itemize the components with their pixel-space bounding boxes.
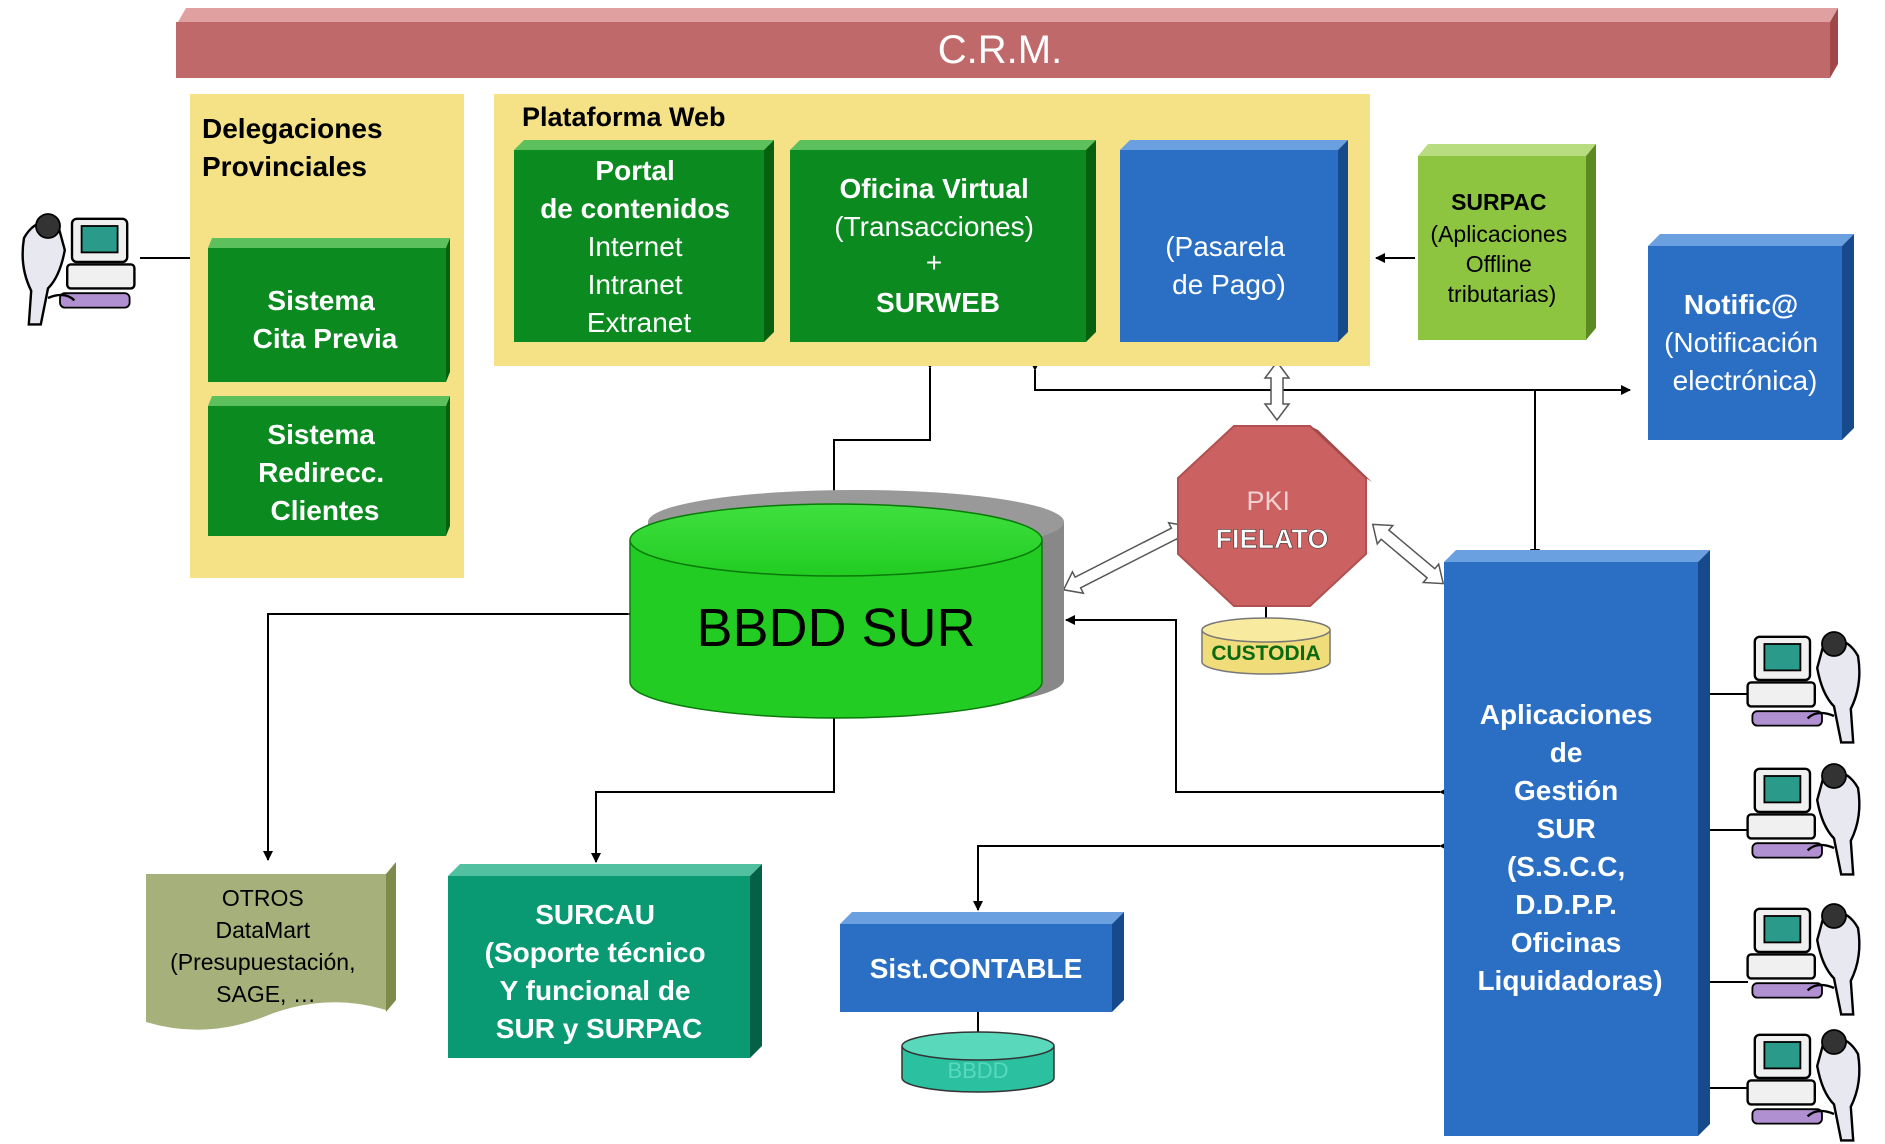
plataforma-title: Plataforma Web xyxy=(522,102,726,132)
crm-banner: C.R.M. xyxy=(176,8,1838,78)
svg-text:PKI FIELATO: PKI FIELATO xyxy=(1216,486,1329,554)
box-otros-datamart: OTROS DataMart (Presupuestación, SAGE, … xyxy=(146,862,396,1030)
portal-line-2: de contenidos xyxy=(540,193,730,224)
pki-fielato: PKI FIELATO xyxy=(1177,425,1372,607)
oficina-line-1: Oficina Virtual xyxy=(839,173,1028,204)
portal-line-4: Intranet xyxy=(588,269,683,300)
svg-text:Aplicaciones de Ge: Aplicaciones de Gestión SUR (S.S.C.C, D.… xyxy=(1477,699,1662,996)
aplicaciones-line-8: Liquidadoras) xyxy=(1477,965,1662,996)
otros-line-3: (Presupuestación, xyxy=(170,949,355,975)
crm-label: C.R.M. xyxy=(938,28,1062,72)
otros-line-1: OTROS xyxy=(222,885,304,911)
portal-line-5: Extranet xyxy=(587,307,691,338)
svg-text:SURCAU (Soporte técnico: SURCAU (Soporte técnico Y funcional de S… xyxy=(485,899,714,1044)
aplicaciones-line-3: Gestión xyxy=(1514,775,1618,806)
notific-line-2: (Notificación xyxy=(1664,327,1818,358)
oficina-line-4: SURWEB xyxy=(876,287,1000,318)
svg-text:Notific@ (Notificación: Notific@ (Notificación electrónica) xyxy=(1664,289,1826,396)
box-surpac: SURPAC (Aplicaciones Offline tributarias… xyxy=(1418,144,1596,340)
svg-text:OTROS DataMart (Pr: OTROS DataMart (Presupuestación, SAGE, … xyxy=(170,885,362,1007)
box-pasarela-pago: (Pasarela de Pago) xyxy=(1120,140,1348,342)
bbdd-small-cylinder: BBDD xyxy=(901,1031,1055,1093)
aplicaciones-line-4: SUR xyxy=(1537,813,1596,844)
aplicaciones-line-7: Oficinas xyxy=(1511,927,1621,958)
hollow-arrows xyxy=(1062,360,1445,595)
user-computer-icon xyxy=(1746,630,1861,744)
svg-text:(Pasarela de Pago): (Pasarela de Pago) xyxy=(1165,231,1293,300)
bbdd-small-label: BBDD xyxy=(947,1058,1008,1083)
connector-bbdd-otros xyxy=(263,609,637,861)
custodia-cylinder: CUSTODIA xyxy=(1201,617,1331,675)
svg-text:Delegaciones Provinciale: Delegaciones Provinciales xyxy=(202,113,390,182)
box-cita-previa: Sistema Cita Previa xyxy=(208,238,450,382)
connector-aplicaciones-contable xyxy=(973,841,1449,911)
connector-aplicaciones-bbdd xyxy=(1065,615,1449,797)
otros-line-2: DataMart xyxy=(216,917,311,943)
oficina-line-2: (Transacciones) xyxy=(834,211,1034,242)
bbdd-sur-label: BBDD SUR xyxy=(696,598,975,658)
box-redirecc-clientes: Sistema Redirecc. Clientes xyxy=(208,396,450,536)
pki-line-1: PKI xyxy=(1246,486,1290,516)
delegaciones-title-1: Delegaciones xyxy=(202,113,383,144)
aplicaciones-line-5: (S.S.C.C, xyxy=(1507,851,1625,882)
aplicaciones-line-6: D.D.P.P. xyxy=(1515,889,1617,920)
otros-line-4: SAGE, … xyxy=(216,981,316,1007)
aplicaciones-line-1: Aplicaciones xyxy=(1480,699,1653,730)
arrow-bbdd-pki xyxy=(1062,521,1190,595)
user-computer-icon xyxy=(1746,762,1861,876)
pasarela-line-2: de Pago) xyxy=(1172,269,1286,300)
bbdd-sur-cylinder: BBDD SUR xyxy=(629,490,1064,719)
notific-line-3: electrónica) xyxy=(1673,365,1818,396)
surpac-line-3: Offline xyxy=(1466,251,1532,277)
box-surcau: SURCAU (Soporte técnico Y funcional de S… xyxy=(448,864,762,1058)
redirecc-line-1: Sistema xyxy=(267,419,375,450)
pasarela-line-1: (Pasarela xyxy=(1165,231,1285,262)
svg-text:SURPAC (Aplicaciones: SURPAC (Aplicaciones Offline tributarias… xyxy=(1430,189,1573,307)
aplicaciones-line-2: de xyxy=(1550,737,1583,768)
surcau-line-3: Y funcional de xyxy=(500,975,691,1006)
box-sist-contable: Sist.CONTABLE xyxy=(840,912,1124,1012)
redirecc-line-3: Clientes xyxy=(271,495,380,526)
surpac-line-1: SURPAC xyxy=(1451,189,1546,215)
custodia-label: CUSTODIA xyxy=(1211,642,1320,665)
connector-plataforma-notific xyxy=(1030,361,1631,395)
redirecc-line-2: Redirecc. xyxy=(258,457,384,488)
surcau-line-1: SURCAU xyxy=(535,899,655,930)
connector-bbdd-surcau xyxy=(591,708,835,863)
svg-text:Sistema Redirecc.: Sistema Redirecc. Clientes xyxy=(258,419,392,526)
box-oficina-virtual: Oficina Virtual (Transacciones) + SURWEB xyxy=(790,140,1096,342)
notific-line-1: Notific@ xyxy=(1684,289,1798,320)
surcau-line-2: (Soporte técnico xyxy=(485,937,706,968)
svg-text:Portal de contenidos: Portal de contenidos Internet Intranet E… xyxy=(540,155,738,338)
contable-label: Sist.CONTABLE xyxy=(870,953,1083,984)
delegaciones-title-2: Provinciales xyxy=(202,151,367,182)
cita-previa-line-1: Sistema xyxy=(267,285,375,316)
connector-plataforma-bbdd xyxy=(829,359,935,509)
arrow-pki-aplicaciones xyxy=(1371,523,1445,585)
portal-line-1: Portal xyxy=(595,155,674,186)
svg-text:Sistema Cita Previa: Sistema Cita Previa xyxy=(253,285,398,354)
pki-line-2: FIELATO xyxy=(1216,524,1329,554)
box-aplicaciones-gestion: Aplicaciones de Gestión SUR (S.S.C.C, D.… xyxy=(1444,550,1710,1136)
user-computer-icon xyxy=(1746,1028,1861,1142)
cita-previa-line-2: Cita Previa xyxy=(253,323,398,354)
svg-text:Oficina Virtual (Transac: Oficina Virtual (Transacciones) + SURWEB xyxy=(834,173,1041,318)
user-computer-icon xyxy=(21,212,136,326)
arrow-pasarela-pki xyxy=(1263,360,1291,422)
portal-line-3: Internet xyxy=(588,231,683,262)
box-portal-contenidos: Portal de contenidos Internet Intranet E… xyxy=(514,140,774,342)
box-notific: Notific@ (Notificación electrónica) xyxy=(1648,234,1854,440)
surcau-line-4: SUR y SURPAC xyxy=(496,1013,702,1044)
user-computer-icon xyxy=(1746,902,1861,1016)
oficina-line-3: + xyxy=(926,247,942,278)
surpac-line-2: (Aplicaciones xyxy=(1430,221,1567,247)
surpac-line-4: tributarias) xyxy=(1448,281,1557,307)
